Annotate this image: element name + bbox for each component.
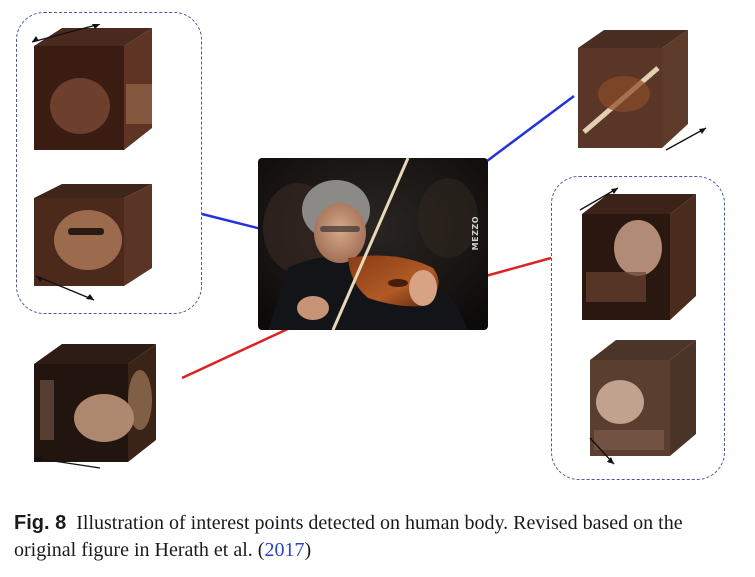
figure: MEZZO bbox=[16, 12, 725, 480]
caption-label: Fig. 8 bbox=[14, 512, 67, 534]
caption-close-paren: ) bbox=[304, 539, 312, 561]
caption-text: Illustration of interest points detected… bbox=[14, 512, 683, 561]
spatiotemporal-cube-bottom-left bbox=[28, 340, 188, 470]
spatiotemporal-cube-bottom-right bbox=[574, 334, 724, 474]
right-cube-group-box bbox=[551, 176, 725, 480]
spatiotemporal-cube-middle-right bbox=[574, 184, 724, 329]
spatiotemporal-cube-middle-left bbox=[28, 180, 188, 305]
left-cube-group-box bbox=[16, 12, 202, 314]
violinist-photo: MEZZO bbox=[258, 158, 488, 330]
citation-year-link[interactable]: 2017 bbox=[264, 539, 305, 561]
spatiotemporal-cube-top-left bbox=[28, 24, 188, 159]
spatiotemporal-cube-top-right bbox=[574, 24, 724, 159]
mezzo-watermark: MEZZO bbox=[471, 216, 480, 251]
